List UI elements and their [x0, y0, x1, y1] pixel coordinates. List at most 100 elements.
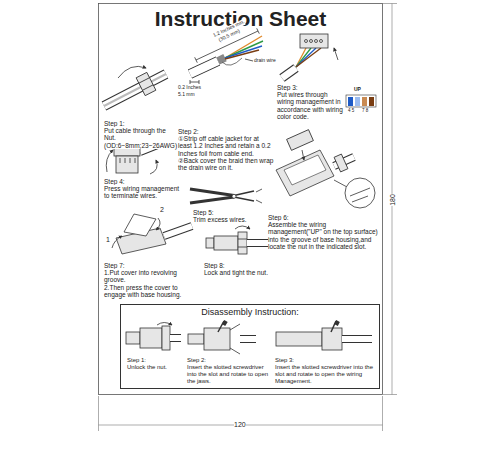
- housing-assembly-illustration: [284, 155, 326, 185]
- cable-nut-illustration: [118, 66, 146, 78]
- cable-nut-illustration: [104, 74, 166, 106]
- step-text: ①Strip off cable jacket for at least 1.2…: [178, 135, 274, 157]
- unlock-nut-illustration: [157, 323, 172, 326]
- color-code-chart: [355, 97, 360, 106]
- step-text: Insert the slotted screwdriver into the …: [187, 364, 271, 385]
- part-label: drain wire: [254, 58, 276, 64]
- nut-locking-illustration: [235, 226, 250, 229]
- trimming-pliers: [234, 191, 254, 196]
- open-wiring-management-illustration: [276, 332, 322, 346]
- cover-closing-illustration: [164, 226, 192, 236]
- step-text: 2.Then press the cover to engage with ba…: [104, 284, 200, 299]
- wiring-management-illustration: [334, 48, 338, 60]
- cable-nut-illustration: [136, 72, 156, 95]
- cover-closing-illustration: [112, 236, 122, 248]
- terminate-illustration: [106, 150, 113, 172]
- cable-nut-illustration: [104, 74, 166, 106]
- stripped-cable-illustration: [190, 82, 199, 83]
- cover-closing-illustration: [112, 214, 192, 254]
- color-code-chart: [348, 97, 353, 106]
- trimming-pliers: [190, 197, 234, 203]
- cable-nut-illustration: [104, 74, 166, 106]
- dimension-label: 5.1 mm: [178, 92, 195, 98]
- stripped-cable-illustration: [190, 61, 218, 74]
- open-wiring-management-illustration: [336, 321, 338, 325]
- trimming-pliers: [256, 189, 262, 203]
- wiring-management-illustration: [300, 34, 328, 48]
- housing-assembly-illustration: [334, 180, 347, 187]
- stripped-cable-illustration: [225, 46, 262, 58]
- open-wiring-management-illustration: [342, 336, 372, 342]
- wiring-management-illustration: [320, 40, 323, 43]
- dimension-label: 120: [234, 421, 246, 429]
- stripped-cable-illustration: [195, 57, 198, 62]
- wiring-management-illustration: [305, 40, 308, 43]
- nut-locking-illustration: [206, 226, 268, 254]
- open-wiring-management-illustration: [276, 321, 372, 350]
- terminate-illustration: [130, 158, 131, 163]
- terminate-illustration: [135, 158, 136, 163]
- wiring-management-illustration: [282, 68, 296, 78]
- step-heading: Step 3:: [275, 357, 294, 364]
- step-heading: Step 2:: [187, 357, 206, 364]
- color-code-chart: [346, 95, 376, 107]
- dimension-lines: [99, 4, 398, 432]
- step-text: Trim excess wires.: [193, 216, 247, 223]
- nut-locking-illustration: [247, 240, 268, 246]
- pin-number: 4 5: [348, 108, 354, 113]
- housing-assembly-illustration: [276, 150, 334, 196]
- dimension-lines: [382, 396, 383, 431]
- housing-assembly-illustration: [287, 130, 314, 151]
- step-text: Unlock the nut.: [127, 364, 167, 371]
- cable-nut-illustration: [136, 72, 156, 95]
- callout-number: 1: [106, 236, 110, 244]
- nut-locking-illustration: [238, 232, 247, 254]
- step-text: Lock and tight the nut.: [204, 269, 268, 276]
- dimension-lines: [98, 396, 99, 431]
- stripped-cable-illustration: [190, 28, 263, 84]
- terminate-illustration: [120, 158, 121, 163]
- stripped-cable-illustration: [199, 80, 200, 84]
- housing-assembly-illustration: [302, 150, 304, 160]
- pin-number: 7 8: [362, 108, 368, 113]
- nut-locking-illustration: [206, 238, 214, 248]
- dimension-lines: [383, 3, 397, 4]
- step-text: Press wiring management to terminate wir…: [104, 185, 182, 200]
- cover-closing-illustration: [124, 214, 156, 236]
- terminate-illustration: [116, 156, 138, 173]
- step-text: Insert the slotted screwdriver into the …: [275, 364, 375, 385]
- step-text: 1.Put cover into revolving groove.: [104, 269, 200, 284]
- housing-assembly-illustration: [350, 188, 370, 202]
- orientation-mark: UP: [354, 87, 361, 93]
- step-text: ②Back cover the braid then wrap the drai…: [178, 157, 274, 172]
- open-jaws-illustration: [188, 321, 256, 354]
- cable-nut-illustration: [142, 85, 153, 90]
- unlock-nut-illustration: [126, 332, 140, 344]
- open-jaws-illustration: [204, 328, 230, 350]
- sheet-border: [99, 4, 383, 395]
- stripped-cable-illustration: [225, 36, 262, 58]
- open-jaws-illustration: [188, 334, 204, 344]
- stripped-cable-illustration: [190, 80, 191, 84]
- stripped-cable-illustration: [218, 58, 225, 61]
- cable-nut-illustration: [104, 66, 166, 106]
- step-text: Assemble the wiring management("UP" on t…: [268, 221, 380, 251]
- stripped-cable-illustration: [190, 61, 218, 74]
- cover-closing-illustration: [164, 226, 192, 236]
- unlock-nut-illustration: [126, 323, 181, 351]
- housing-assembly-illustration: [276, 130, 375, 208]
- wiring-management-illustration: [282, 68, 296, 78]
- terminate-illustration: [125, 158, 126, 163]
- step-text: Put wires through wiring management in a…: [277, 91, 343, 121]
- dimension-label: 180: [389, 194, 397, 206]
- terminate-illustration: [150, 160, 157, 174]
- trimming-pliers: [190, 189, 234, 196]
- housing-assembly-illustration: [334, 154, 348, 172]
- panel-heading: Disassembly Instruction:: [121, 307, 379, 317]
- wiring-management-illustration: [282, 34, 338, 78]
- unlock-nut-illustration: [162, 326, 170, 350]
- unlock-nut-illustration: [140, 328, 162, 348]
- color-code-chart: [362, 97, 367, 106]
- color-code-chart: [346, 95, 376, 107]
- unlock-nut-illustration: [170, 335, 181, 341]
